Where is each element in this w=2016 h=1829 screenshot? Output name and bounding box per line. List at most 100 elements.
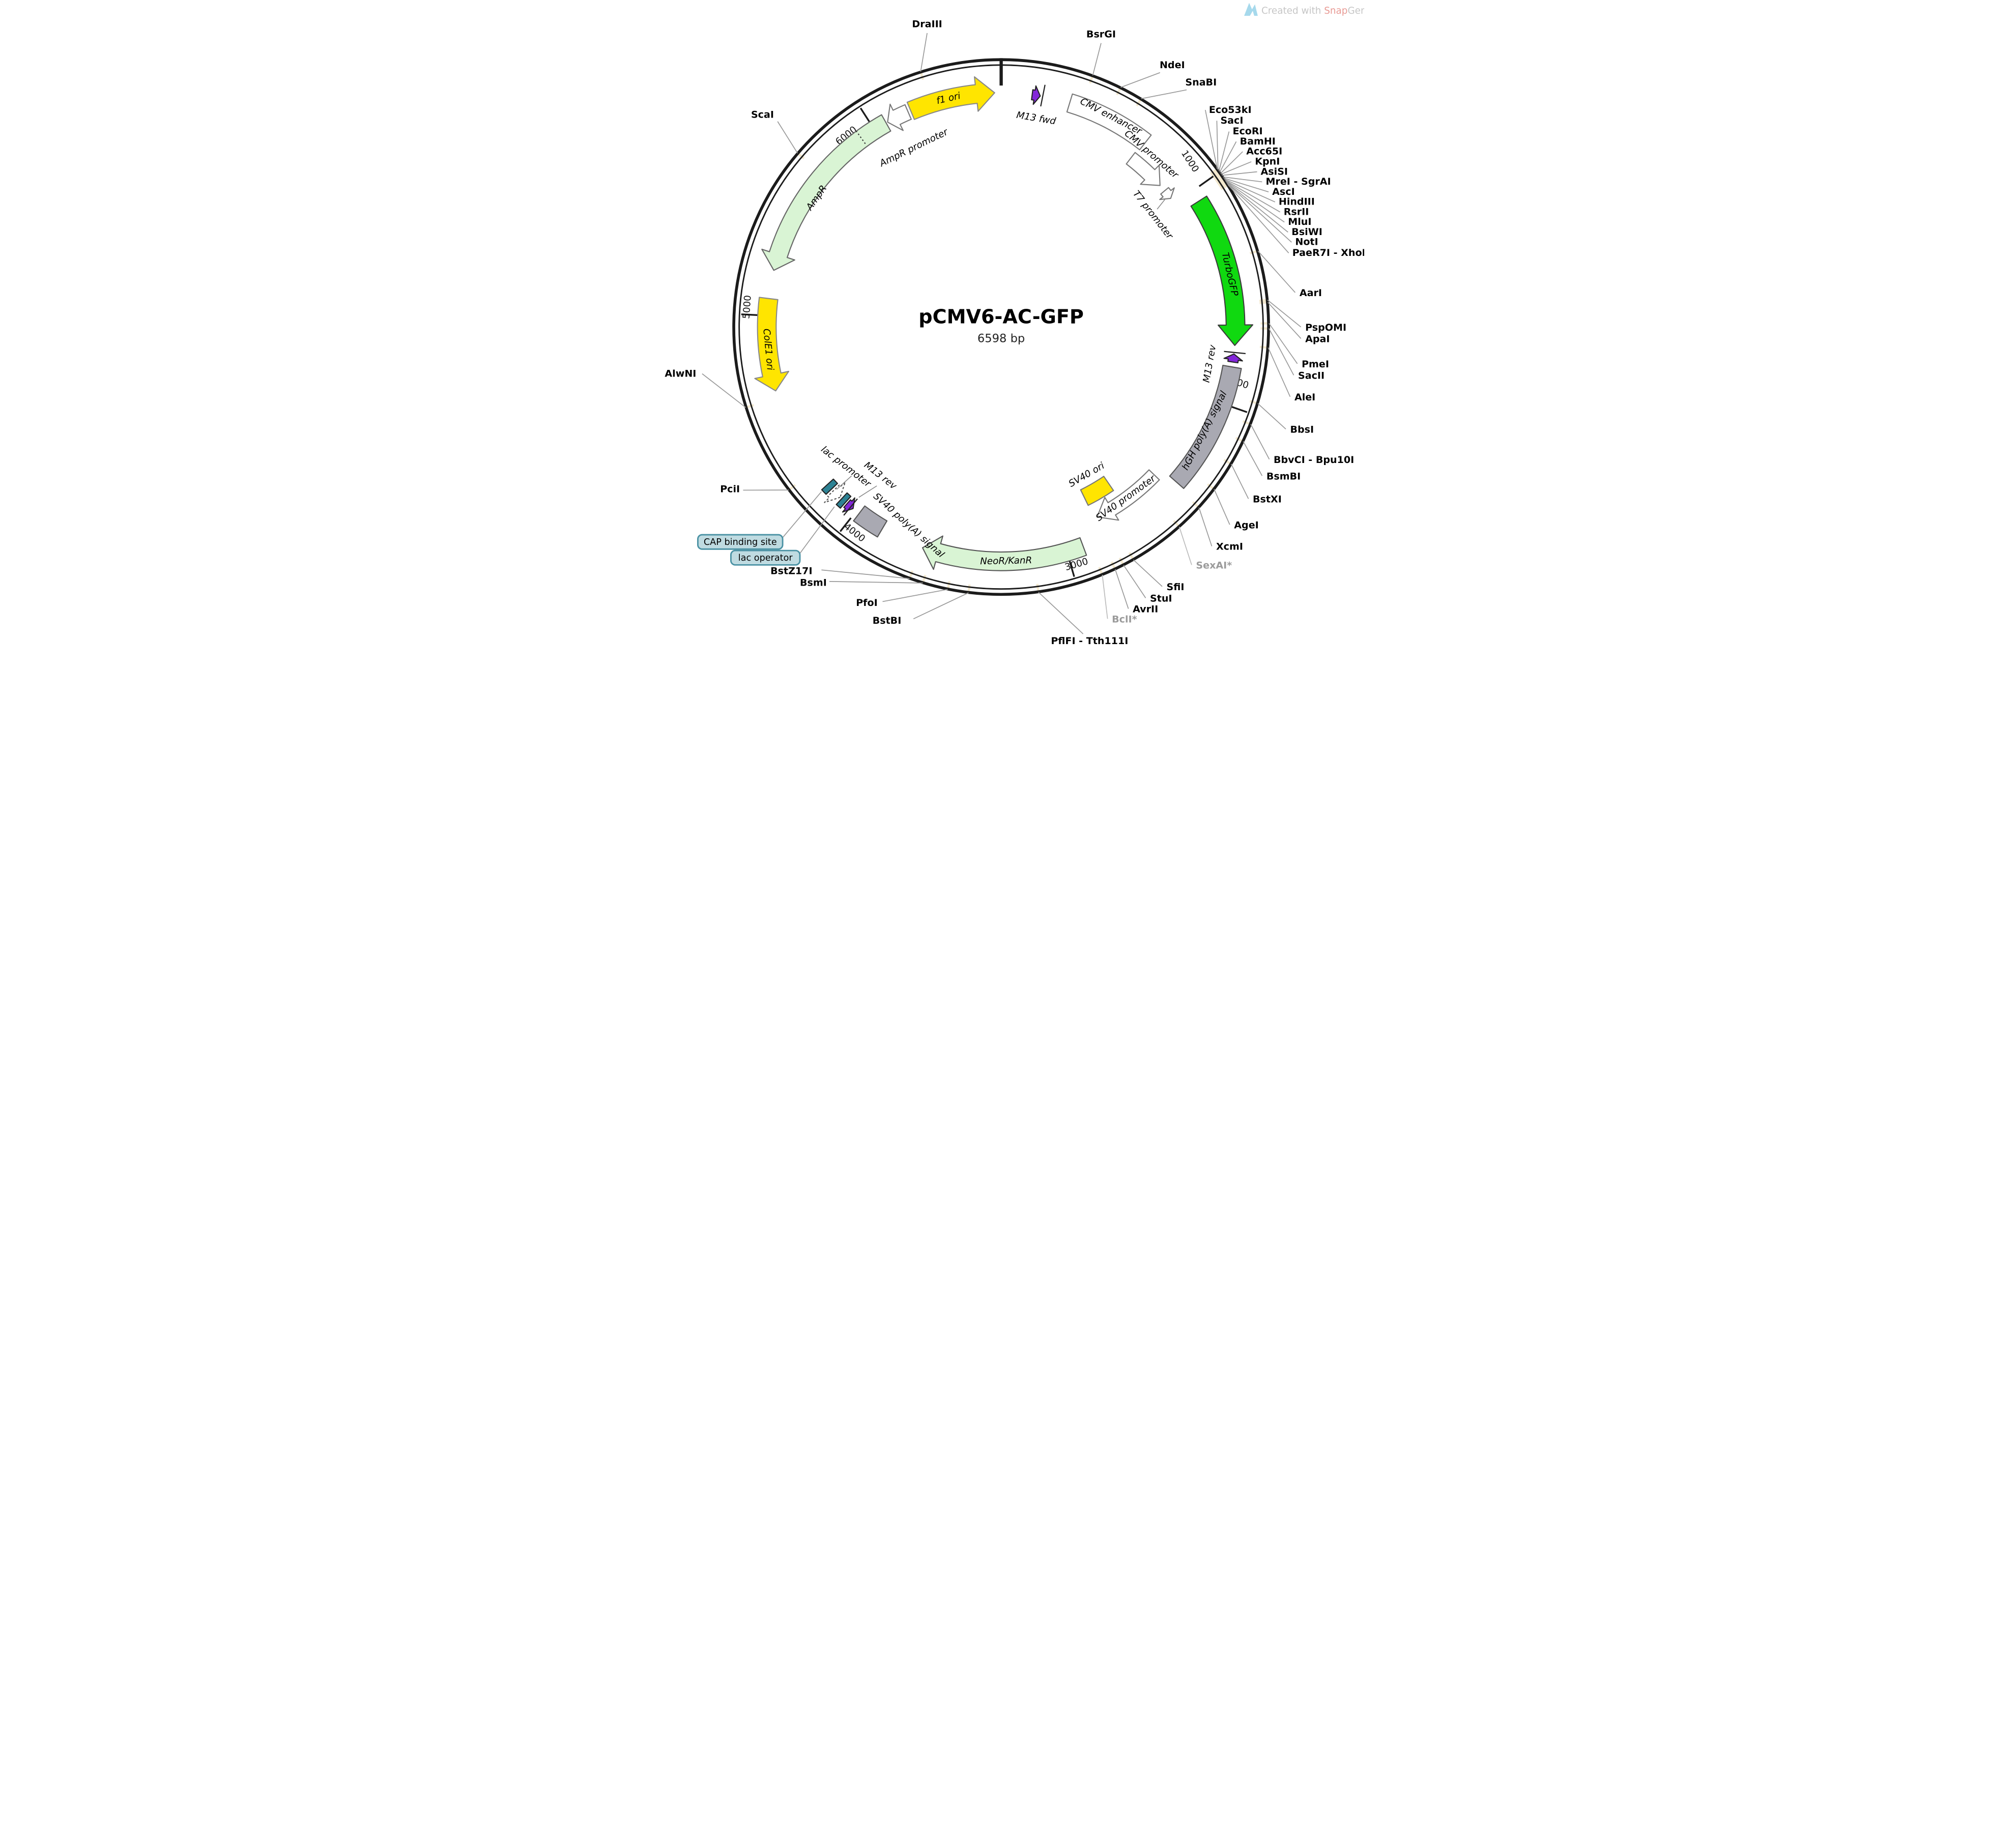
- feature-sv40-poly-a-signal[interactable]: [853, 505, 888, 538]
- leader-line: [1227, 183, 1292, 243]
- site-label-bsmbi[interactable]: BsmBI: [1266, 471, 1301, 482]
- leader-line: [1133, 559, 1163, 587]
- tick-label: 5000: [741, 295, 753, 319]
- tick-mark: [1198, 176, 1214, 187]
- plasmid-size: 6598 bp: [977, 332, 1025, 345]
- site-label-ndei[interactable]: NdeI: [1160, 60, 1185, 71]
- site-label-ecori[interactable]: EcoRI: [1232, 126, 1262, 137]
- site-label-bcli-[interactable]: BclI*: [1112, 614, 1137, 625]
- tick-mark: [741, 313, 759, 316]
- feature-neor-kanr[interactable]: [921, 535, 1087, 571]
- watermark-brand-snap: Snap: [1324, 6, 1347, 16]
- feature-m13-rev[interactable]: [842, 497, 855, 513]
- site-label-hindiii[interactable]: HindIII: [1279, 196, 1315, 208]
- watermark-brand-gene: Gene: [1347, 6, 1364, 16]
- feature-cap-binding-site[interactable]: [821, 478, 838, 495]
- aux-line: [858, 485, 877, 498]
- site-label-bsiwi[interactable]: BsiWI: [1291, 226, 1322, 238]
- leader-line: [1038, 592, 1084, 634]
- aux-lines: [836, 84, 1246, 516]
- site-label-avrii[interactable]: AvrII: [1133, 604, 1158, 615]
- leader-line: [1204, 109, 1218, 169]
- site-label-sexai-[interactable]: SexAI*: [1196, 560, 1232, 571]
- site-label-mrei-sgrai[interactable]: MreI - SgrAI: [1265, 176, 1331, 187]
- page: { "title": {"name": "pCMV6-AC-GFP", "bp"…: [0, 0, 2016, 647]
- site-label-sacii[interactable]: SacII: [1298, 370, 1324, 381]
- leader-line: [882, 589, 948, 602]
- site-label-snabi[interactable]: SnaBI: [1185, 77, 1217, 88]
- site-label-bstbi[interactable]: BstBI: [873, 615, 902, 626]
- site-label-stui[interactable]: StuI: [1150, 593, 1172, 604]
- site-label-eco53ki[interactable]: Eco53kI: [1209, 104, 1252, 115]
- site-label-aari[interactable]: AarI: [1300, 287, 1322, 299]
- badge-label[interactable]: CAP binding site: [704, 537, 777, 547]
- badge-cap-binding-site[interactable]: [697, 534, 784, 550]
- feature-cmv-promoter[interactable]: [1126, 152, 1161, 186]
- site-label-rsrii[interactable]: RsrII: [1284, 206, 1309, 217]
- site-label-bbvci-bpu10i[interactable]: BbvCI - Bpu10I: [1274, 454, 1354, 466]
- leader-line: [1198, 507, 1213, 546]
- site-label-sfii[interactable]: SfiI: [1167, 582, 1185, 593]
- site-label-alei[interactable]: AleI: [1294, 392, 1315, 403]
- aux-line: [854, 128, 866, 144]
- leader-line: [1257, 250, 1296, 293]
- snapgene-logo-icon: [1244, 3, 1258, 16]
- feature-sv40-promoter[interactable]: [1097, 469, 1160, 521]
- feature-label-neor-kanr[interactable]: NeoR/KanR: [980, 555, 1032, 567]
- site-label-draiii[interactable]: DraIII: [912, 19, 942, 30]
- site-label-alwni[interactable]: AlwNI: [665, 368, 696, 379]
- site-label-apai[interactable]: ApaI: [1305, 333, 1330, 344]
- site-label-scai[interactable]: ScaI: [751, 109, 774, 121]
- feature-m13-fwd[interactable]: [1031, 85, 1041, 105]
- feature-sv40-ori[interactable]: [1080, 476, 1114, 506]
- annotation-badges: CAP binding site lac operator: [697, 491, 835, 566]
- site-label-acc65i[interactable]: Acc65I: [1246, 146, 1282, 157]
- watermark-prefix: Created with: [1261, 6, 1324, 16]
- leader-line: [1267, 302, 1302, 339]
- leader-line: [1114, 569, 1129, 609]
- badge-label[interactable]: lac operator: [738, 553, 793, 563]
- site-label-asci[interactable]: AscI: [1272, 186, 1295, 197]
- site-label-pmei[interactable]: PmeI: [1302, 359, 1329, 370]
- feature-f1-ori[interactable]: [906, 76, 995, 120]
- site-label-pflfi-tth111i[interactable]: PflFI - Tth111I: [1051, 635, 1128, 646]
- site-label-pspomi[interactable]: PspOMI: [1305, 322, 1346, 333]
- feature-lac-operator[interactable]: [836, 492, 852, 509]
- site-label-saci[interactable]: SacI: [1220, 115, 1243, 126]
- site-label-kpni[interactable]: KpnI: [1255, 156, 1280, 167]
- site-label-noti[interactable]: NotI: [1295, 237, 1318, 248]
- leader-line: [1243, 441, 1263, 476]
- feature-cmv-enhancer[interactable]: [1066, 93, 1152, 151]
- leader-line: [1120, 72, 1161, 88]
- leader-line: [1226, 182, 1288, 233]
- site-label-bstxi[interactable]: BstXI: [1253, 493, 1282, 505]
- feature-lac-promoter[interactable]: [824, 481, 846, 503]
- tick-mark: [1230, 405, 1248, 413]
- site-label-xcmi[interactable]: XcmI: [1216, 541, 1243, 553]
- badge-lac-operator[interactable]: [730, 549, 801, 566]
- site-label-paer7i-xhoi[interactable]: PaeR7I - XhoI: [1292, 247, 1364, 258]
- feature-m13-rev[interactable]: [1223, 353, 1243, 364]
- feature-cole1-ori[interactable]: [754, 297, 790, 392]
- site-label-bbsi[interactable]: BbsI: [1290, 424, 1314, 435]
- leader-line: [1178, 527, 1192, 565]
- leader-line: [1269, 328, 1294, 375]
- feature-ampr-promoter[interactable]: [887, 103, 912, 131]
- site-label-pfoi[interactable]: PfoI: [856, 597, 877, 608]
- feature-hgh-poly-a-signal[interactable]: [1169, 365, 1242, 489]
- aux-line: [1224, 351, 1246, 355]
- site-label-agei[interactable]: AgeI: [1234, 519, 1258, 531]
- site-label-bsmi[interactable]: BsmI: [800, 577, 827, 588]
- site-label-bstz17i[interactable]: BstZ17I: [770, 566, 812, 577]
- feature-ampr[interactable]: [761, 114, 891, 271]
- tick-mark: [1069, 560, 1075, 577]
- site-label-mlui[interactable]: MluI: [1288, 216, 1311, 227]
- site-label-bamhi[interactable]: BamHI: [1240, 136, 1276, 147]
- aux-line: [1040, 84, 1046, 107]
- site-label-asisi[interactable]: AsiSI: [1261, 166, 1288, 177]
- leader-line: [1214, 489, 1230, 525]
- site-label-pcii[interactable]: PciI: [720, 484, 740, 495]
- site-label-bsrgi[interactable]: BsrGI: [1086, 28, 1116, 40]
- feature-turbogfp[interactable]: [1190, 195, 1254, 346]
